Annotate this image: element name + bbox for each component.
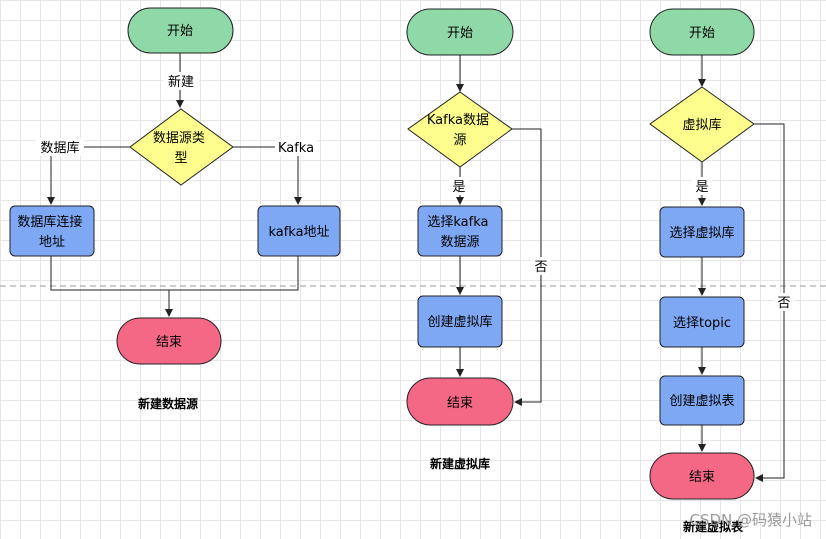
watermark: CSDN @码猿小站 — [689, 511, 812, 529]
process-select-virtual-db[interactable] — [659, 206, 745, 258]
decision-datasource-type[interactable] — [129, 108, 234, 186]
start-node-label: 开始 — [447, 26, 473, 41]
process-select-kafka-datasource-label: 选择kafka 数据源 — [427, 215, 492, 250]
edge-label-yes: 是 — [695, 180, 708, 195]
process-select-kafka-datasource[interactable] — [417, 205, 503, 257]
process-select-virtual-db-label: 选择虚拟库 — [669, 225, 734, 241]
process-create-virtual-db-label: 创建虚拟库 — [427, 314, 492, 330]
start-node[interactable] — [127, 7, 234, 54]
end-node[interactable] — [406, 377, 514, 426]
edge-label-database: 数据库 — [40, 140, 79, 156]
end-node[interactable] — [116, 317, 222, 365]
process-select-topic[interactable] — [659, 296, 745, 348]
flowchart-new-virtual-db: 是 否 开始 Kafka数据 源 选择kafka 数据源 创建虚拟库 结束 新建… — [406, 8, 551, 471]
edge-label-kafka: Kafka — [278, 141, 314, 156]
edge-label-no: 否 — [777, 296, 790, 311]
end-node[interactable] — [649, 452, 755, 500]
flowchart-caption: 新建数据源 — [138, 396, 198, 411]
edge-kafka-to-end — [169, 256, 299, 291]
flowchart-new-datasource: 新建 数据库 Kafka 开始 数据源类 型 数据库连接 地址 kafka地址 … — [9, 7, 341, 411]
process-db-connection[interactable] — [9, 205, 95, 257]
end-node-label: 结束 — [689, 470, 715, 485]
flowchart-caption: 新建虚拟库 — [430, 456, 490, 471]
decision-virtual-db[interactable] — [649, 86, 755, 163]
end-node-label: 结束 — [447, 396, 473, 411]
decision-datasource-type-label: 数据源类 型 — [153, 131, 209, 166]
edge-label-new: 新建 — [168, 74, 194, 90]
process-create-virtual-db[interactable] — [417, 295, 503, 348]
process-db-connection-label: 数据库连接 地址 — [17, 214, 86, 250]
start-node[interactable] — [649, 8, 755, 56]
start-node-label: 开始 — [167, 24, 193, 39]
edge-db-to-end — [50, 256, 169, 291]
start-node-label: 开始 — [689, 26, 715, 41]
process-kafka-address-label: kafka地址 — [268, 225, 329, 240]
decision-kafka-datasource-label: Kafka数据 源 — [427, 113, 493, 148]
decision-kafka-datasource[interactable] — [407, 91, 513, 168]
edge-label-yes: 是 — [452, 180, 465, 195]
process-select-topic-label: 选择topic — [673, 316, 731, 331]
flowchart-new-virtual-table: 是 否 开始 虚拟库 选择虚拟库 选择topic 创建虚拟表 结束 新建虚拟表 — [649, 8, 794, 534]
process-kafka-address[interactable] — [257, 205, 341, 257]
end-node-label: 结束 — [156, 335, 182, 350]
process-create-virtual-table-label: 创建虚拟表 — [669, 394, 734, 409]
start-node[interactable] — [406, 8, 514, 56]
decision-virtual-db-label: 虚拟库 — [682, 117, 721, 133]
flowchart-caption: 新建虚拟表 — [683, 519, 744, 534]
process-create-virtual-table[interactable] — [659, 375, 745, 426]
edge-label-no: 否 — [534, 260, 547, 275]
